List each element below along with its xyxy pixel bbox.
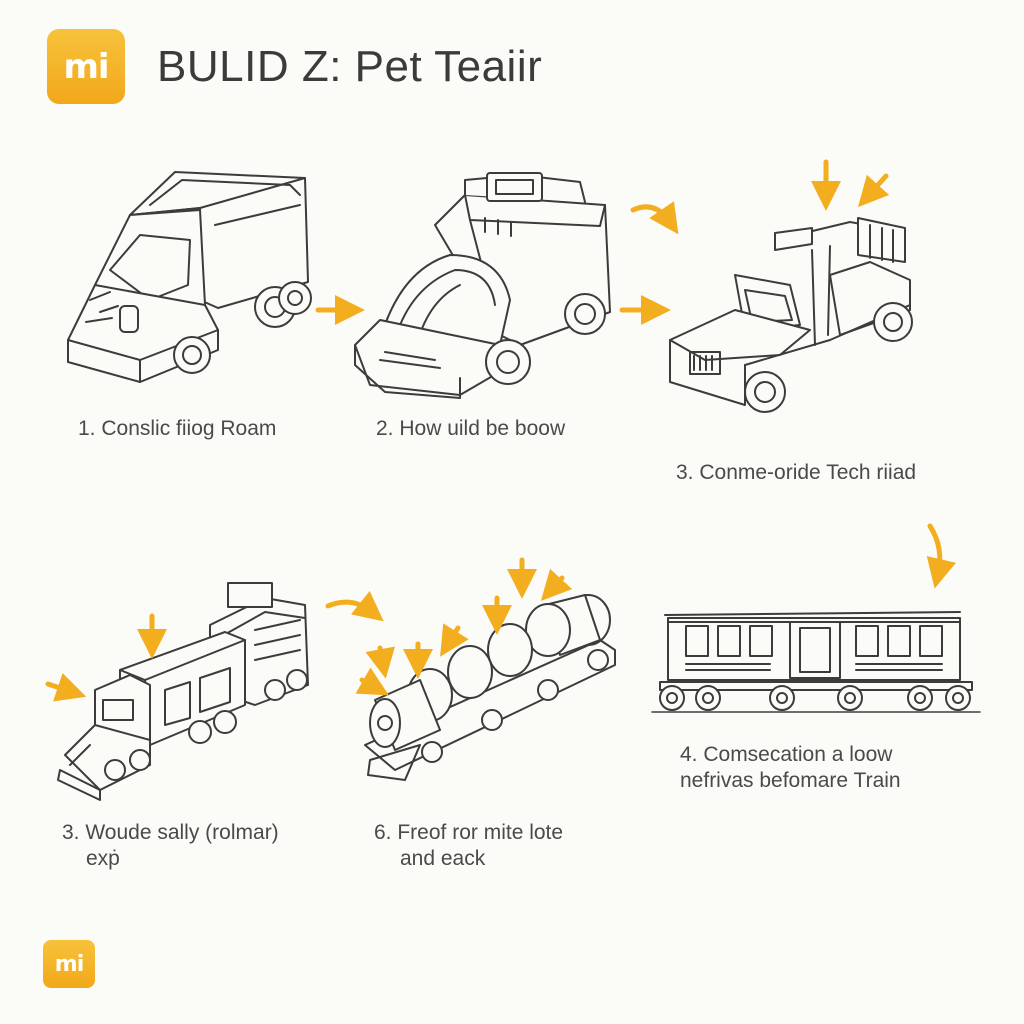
truck-icon [67, 171, 312, 383]
barrel-train-icon [364, 594, 616, 781]
step-5-caption-line1: 6. Freof ror mite lote [374, 821, 564, 844]
step-2-caption: 2. How uild be boow [376, 417, 566, 440]
arrow-icon [45, 159, 956, 702]
jeep-icon [669, 217, 913, 413]
step-5-caption: 6. Freof ror mite lote and eack [374, 820, 563, 872]
step-6-caption-line2: nefrivas befomare Train [680, 769, 901, 792]
step-4-caption: 3. Woude sally (rolmar) exṗ [62, 820, 279, 872]
footer-logo: mi [43, 940, 95, 988]
step-4-caption-line1: 3. Woude sally (rolmar) [62, 821, 279, 844]
step-6-caption: 4. Comsecation a loow nefrivas befomare … [680, 742, 901, 794]
locomotive-icon [57, 582, 309, 801]
step-4-caption-line2: exṗ [86, 847, 120, 870]
brand-logo: mi [47, 29, 125, 104]
page-title: BULID Z: Pet Teaiir [157, 42, 543, 91]
step-1-caption: 1. Conslic fiiog Roam [78, 417, 277, 440]
step-5-caption-line2: and eack [400, 847, 486, 870]
step-6-caption-line1: 4. Comsecation a loow [680, 743, 893, 766]
pod-car-icon [354, 172, 611, 399]
passenger-car-icon [651, 611, 981, 713]
step-3-caption: 3. Conme-oride Tech riiad [676, 461, 917, 484]
